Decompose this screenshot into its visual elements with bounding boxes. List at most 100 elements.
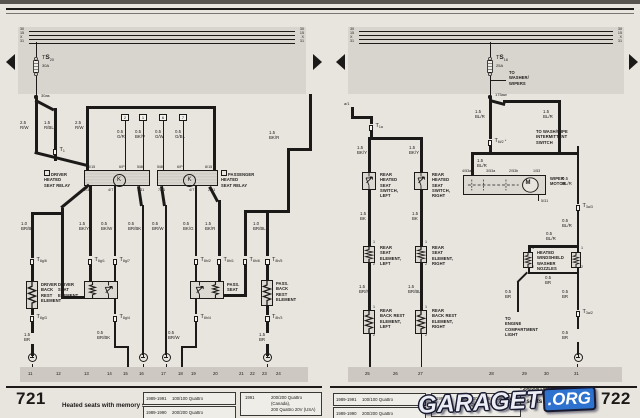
wire-segment [576,146,579,154]
relay-letter: K [187,177,192,183]
component-label-text: TO WASHER/ WIPERS [509,70,529,86]
connector-id: 8h/6 [252,259,260,264]
wire-gauge-color-label: 0.5 BL/R [546,231,556,242]
rear-seat-element-left [363,246,375,263]
wire-segment [113,264,116,281]
terminal-label: 2 [425,262,428,266]
component-label-text: REAR HEATED SEAT SWITCH, RIGHT [432,172,450,199]
rear-heated-seat-switch-right [414,172,428,190]
wire-segment [243,210,247,256]
connector-label: T8h/4 [201,314,211,321]
wire-segment [243,210,290,213]
relay-symbol-icon: K [112,173,126,187]
bus-line [29,34,295,36]
track-number: 27 [418,370,423,376]
wire-segment [350,116,372,119]
terminal-label: 4/T [189,188,195,192]
terminal-label: 6/P [177,165,183,169]
wire-segment [557,100,561,154]
footer-rule-right [330,386,637,389]
bus-line [29,38,295,40]
component-label-text: REAR BACK REST ELEMENT, LEFT [380,308,405,329]
wire-gauge-color-label: 0.5 G/W [155,129,164,140]
junction-label-30as: 30as [41,93,50,98]
track-number: 16 [139,370,144,376]
wire-segment [165,364,167,368]
ground-icon [573,352,583,362]
watermark-garaget-org: GARAGET.ORG [417,379,640,418]
component-label-text: DRIVER BACK REST ELEMENT [41,282,62,303]
wire-segment [224,294,246,297]
bus-terminal-label: 31 [20,39,25,43]
terminal-label: 3/53a [486,169,496,173]
wire-segment [576,210,579,252]
component-label-text: REAR SEAT ELEMENT, RIGHT [432,245,454,266]
wire-segment [266,306,269,315]
connector-id: 3a/3 [585,205,593,210]
wire-gauge-color-label: 1.5 BR/R [359,284,370,295]
wire-gauge-color-label: 0.5 BR [562,289,569,300]
heated-washer-nozzle-left [523,252,533,268]
wire-gauge-color-label: 0.5 BR/W [168,330,180,341]
wire-gauge-color-label: 0.5 G/R [117,129,125,140]
legend-model: 200/200 Quattro (Canada), 200 Quattro 20… [271,395,316,412]
terminal-label: 2/31 [84,188,91,192]
wire-segment [113,321,116,348]
wire-segment [419,263,423,310]
label-driver-seat-element: DRIVER SEAT ELEMENT [58,282,78,298]
relay-letter: K [116,177,121,183]
label-rear-back-rest-element-left: REAR BACK REST ELEMENT, LEFT [380,308,405,329]
label-pass-back-rest-element: PASS. BACK REST ELEMENT [276,281,296,302]
connector-label: T8g/6 [37,257,47,264]
wire-segment [368,263,371,310]
bus-terminal-label: 15 [299,31,304,35]
component-flag-icon [221,170,227,176]
rear-back-rest-element-left [363,310,375,334]
connector-label: T8g/3 [37,314,47,321]
wire-segment [576,316,579,329]
component-label-text: DRIVER HEATED SEAT RELAY [44,172,71,188]
wire-gauge-color-label: 0.5 BR [545,275,552,286]
wire-gauge-color-label: 1.5 R/BL [44,120,54,131]
wire-segment [217,264,221,281]
wire-segment [30,309,34,315]
wire-segment [527,268,530,274]
wire-segment [162,121,164,170]
watermark-suffix: .ORG [541,386,597,413]
wire-segment [86,106,216,109]
track-number: 28 [489,370,494,376]
wire-segment [142,364,144,368]
terminal-label: 6/P [119,165,125,169]
wire-segment [287,148,311,151]
res-glyph-icon [363,247,375,262]
pass-back-rest-element [261,280,273,306]
wire-segment [528,245,578,248]
wire-segment [34,98,38,153]
legend-model: 100/100 Quattro [172,396,204,401]
wire-gauge-color-label: 0.5 BR/BK [97,330,111,341]
connector-id: 8g/4 [122,316,130,321]
wire-segment [488,98,492,139]
connector-label: T8h/3 [272,314,282,321]
motor-glyph-icon [467,177,539,193]
wire-segment [369,130,373,140]
label-passenger-heated-seat-relay: PASSENGER HEATED SEAT RELAY [221,170,254,188]
connector-id: 8h/4 [203,316,211,321]
wire-segment [577,364,578,368]
wire-segment [33,151,87,167]
legend-years: 1989-1991 [336,397,357,402]
wire-segment [86,106,89,170]
footnote-star: * [503,137,507,143]
wire-segment [503,100,559,103]
fuse-letter: T [496,55,500,61]
wire-gauge-color-label: 1.5 BR/BL [408,284,421,295]
sw-glyph-icon [417,173,425,189]
label-rear-seat-element-right: REAR SEAT ELEMENT, RIGHT [432,245,453,266]
component-label-text: PASS. BACK REST ELEMENT [276,281,297,302]
